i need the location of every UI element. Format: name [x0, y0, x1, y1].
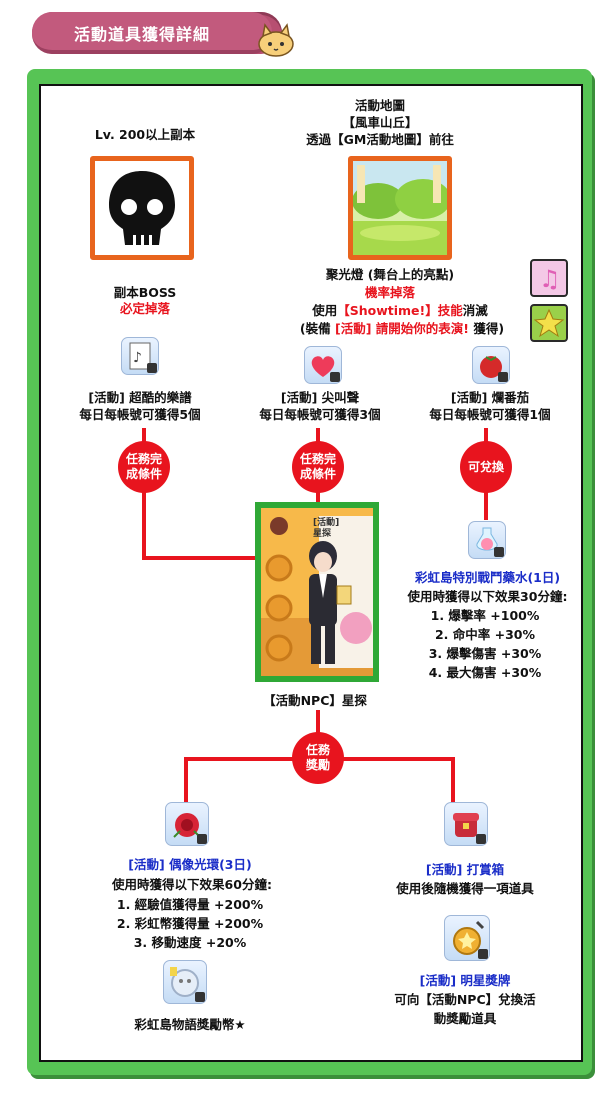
rose-aura-icon [165, 802, 209, 846]
equip-suffix: 獲得) [468, 321, 505, 336]
lock-icon [330, 372, 340, 382]
connector-line [184, 757, 188, 803]
lock-icon [197, 834, 207, 844]
lock-icon [498, 372, 508, 382]
title-tab-inner: 活動道具獲得詳細 [32, 12, 272, 54]
equip-item: [活動] 請開始你的表演! [335, 321, 469, 336]
npc-label: 【活動NPC】星探 [263, 693, 367, 708]
use-skill: 【Showtime!】技能 [337, 303, 463, 318]
item3-limit: 每日每帳號可獲得1個 [429, 407, 551, 422]
potion-desc: 使用時獲得以下效果30分鐘: [407, 589, 568, 604]
npc-illustration [261, 508, 373, 676]
svg-text:♫: ♫ [539, 265, 561, 293]
potion-effect-3: 3. 爆擊傷害 +30% [428, 646, 542, 661]
aura-effect-3: 3. 移動速度 +20% [133, 935, 247, 950]
spotlight-name: 聚光燈 (舞台上的亮點) [325, 267, 455, 282]
use-suffix: 消滅 [462, 303, 488, 318]
quest-condition-badge: 任務完成條件 [292, 441, 344, 493]
aura-effect-1: 1. 經驗值獲得量 +200% [116, 897, 264, 912]
mascot-icon [258, 23, 294, 57]
aura-name: [活動] 偶像光環(3日) [128, 857, 252, 872]
item2-limit: 每日每帳號可獲得3個 [259, 407, 381, 422]
equip-prefix: (裝備 [299, 321, 335, 336]
boss-name: 副本BOSS [113, 285, 177, 300]
medal-desc-2: 動獎勵道具 [433, 1011, 497, 1026]
aura-desc: 使用時獲得以下效果60分鐘: [112, 877, 272, 892]
connector-line [451, 757, 455, 803]
tomato-icon [472, 346, 510, 384]
spotlight-use: 使用【Showtime!】技能消滅 [290, 302, 510, 319]
spotlight-equip: (裝備 [活動] 請開始你的表演! 獲得) [282, 320, 522, 337]
use-prefix: 使用 [312, 303, 338, 318]
item2-name: [活動] 尖叫聲 [280, 390, 360, 405]
potion-icon [468, 521, 506, 559]
title-tab: 活動道具獲得詳細 [32, 12, 282, 54]
map-line3: 透過【GM活動地圖】前往 [306, 132, 454, 147]
music-sheet-icon: ♪ [121, 337, 159, 375]
lock-icon [147, 363, 157, 373]
tipbox-name: [活動] 打賞箱 [425, 862, 505, 877]
potion-effect-1: 1. 爆擊率 +100% [430, 608, 540, 623]
exchange-badge: 可兌換 [460, 441, 512, 493]
potion-effect-2: 2. 命中率 +30% [434, 627, 536, 642]
item1-limit: 每日每帳號可獲得5個 [79, 407, 201, 422]
star-skill-icon [530, 304, 568, 342]
spotlight-rate: 機率掉落 [364, 285, 415, 300]
quest-condition-text: 任務完成條件 [126, 452, 163, 481]
lock-icon [195, 992, 205, 1002]
coin-icon [163, 960, 207, 1004]
boss-header: Lv. 200以上副本 [94, 127, 196, 142]
lock-icon [478, 949, 488, 959]
medal-name: [活動] 明星獎牌 [419, 973, 511, 988]
potion-name: 彩虹島特別戰鬥藥水(1日) [414, 570, 561, 585]
music-note-skill-icon: ♫ [530, 259, 568, 297]
boss-drop: 必定掉落 [119, 301, 170, 316]
reward-badge: 任務獎勵 [292, 732, 344, 784]
npc-tag: [活動]星探 [313, 518, 340, 539]
heart-icon [304, 346, 342, 384]
quest-condition-badge: 任務完成條件 [118, 441, 170, 493]
coin-name: 彩虹島物語獎勵幣★ [134, 1017, 246, 1032]
skull-icon [109, 171, 175, 245]
quest-condition-text: 任務完成條件 [300, 452, 337, 481]
medal-icon [444, 915, 490, 961]
reward-text: 任務獎勵 [305, 743, 330, 772]
exchange-text: 可兌換 [467, 459, 504, 474]
page-title: 活動道具獲得詳細 [74, 25, 211, 44]
svg-text:♪: ♪ [133, 350, 142, 366]
boss-box [90, 156, 194, 260]
map-line1: 活動地圖 [354, 98, 405, 113]
aura-effect-2: 2. 彩虹幣獲得量 +200% [116, 916, 264, 931]
medal-desc-1: 可向【活動NPC】兌換活 [394, 992, 536, 1007]
connector-line [142, 556, 258, 560]
potion-effect-4: 4. 最大傷害 +30% [428, 665, 542, 680]
lock-icon [494, 547, 504, 557]
item1-name: [活動] 超酷的樂譜 [88, 390, 192, 405]
tip-box-icon [444, 802, 488, 846]
map-box [348, 156, 452, 260]
item3-name: [活動] 爛番茄 [450, 390, 530, 405]
map-line2: 【風車山丘】 [342, 115, 418, 130]
lock-icon [476, 834, 486, 844]
npc-portrait: [活動]星探 [255, 502, 379, 682]
map-preview [352, 161, 451, 255]
connector-line [142, 428, 146, 558]
tipbox-desc: 使用後隨機獲得一項道具 [396, 881, 534, 896]
